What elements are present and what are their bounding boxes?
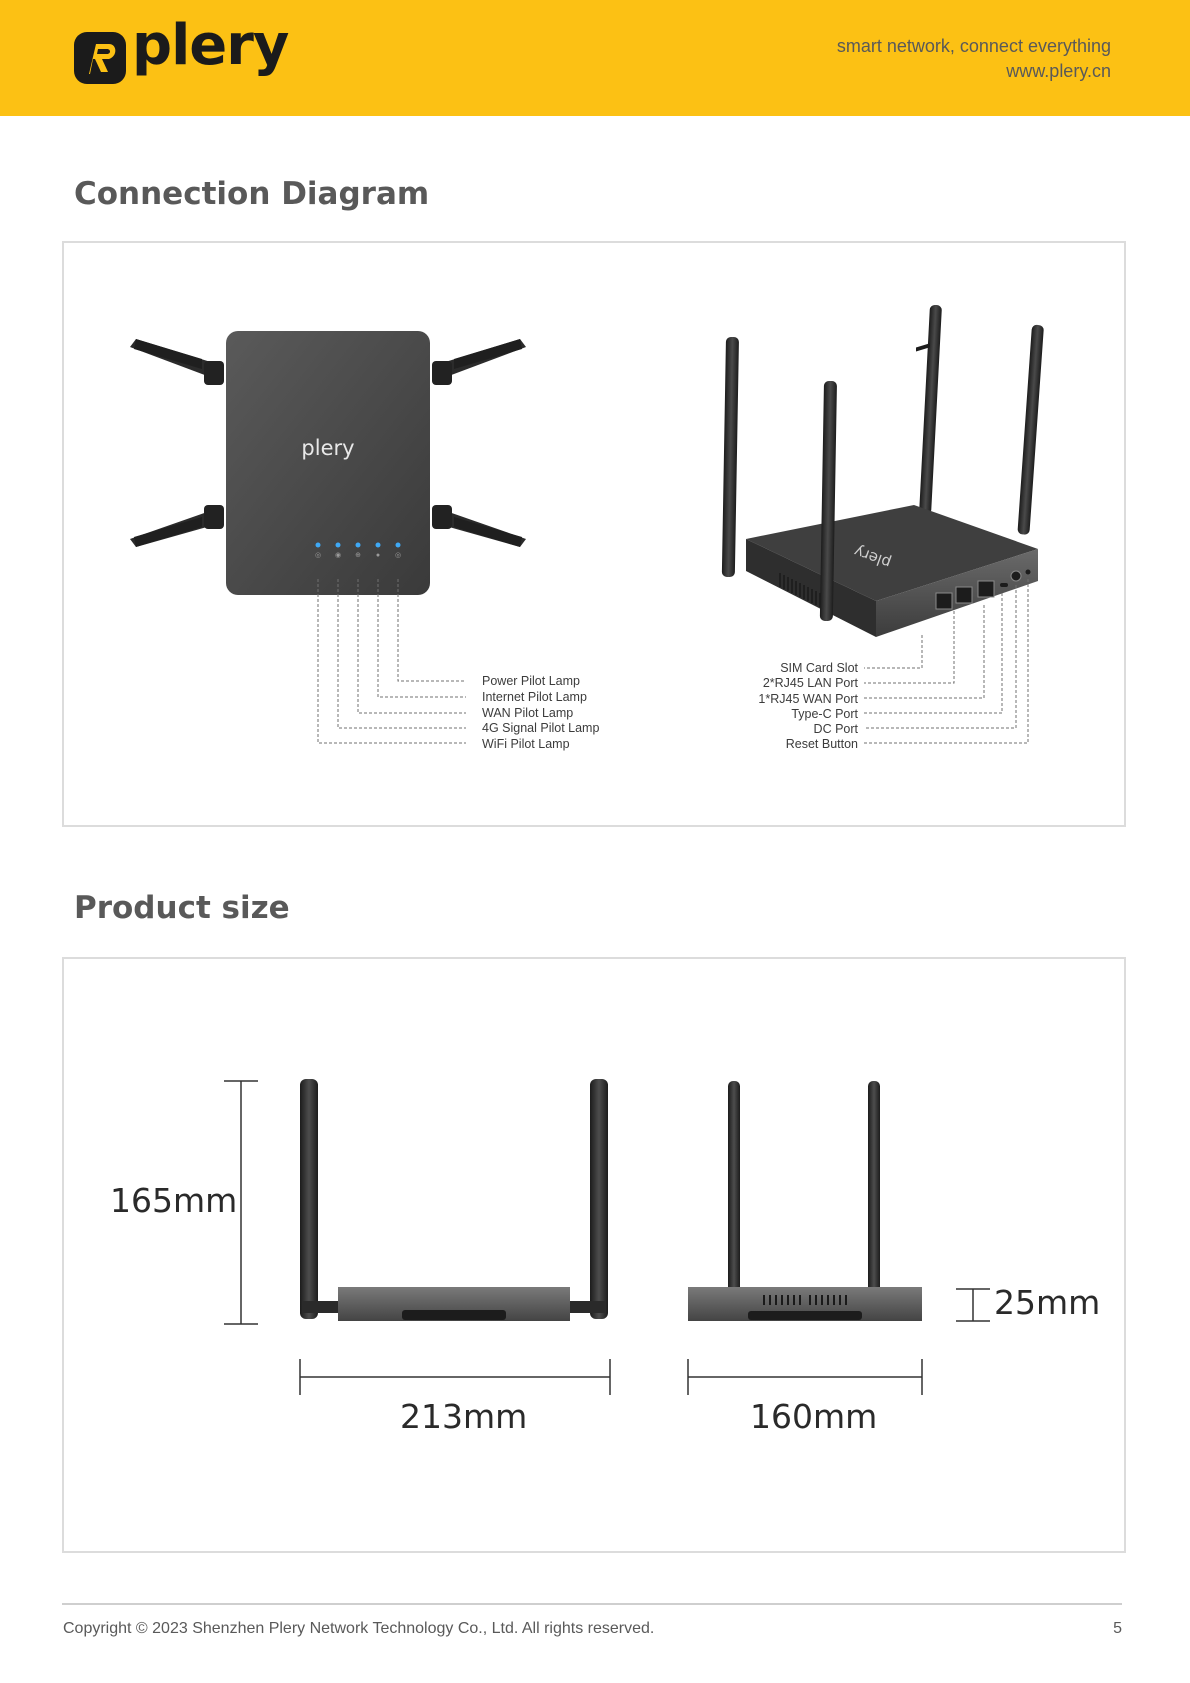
top-view-antennas — [130, 339, 526, 547]
product-size-figure — [224, 1079, 990, 1395]
slogan-text: smart network, connect everything — [836, 36, 1111, 56]
height-dimension-line — [224, 1080, 258, 1325]
rear-view-leader-lines — [864, 579, 1029, 744]
svg-text:◎: ◎ — [315, 552, 321, 559]
connection-diagram-figure: plery ◎ ◉ ⊕ ● ◎ — [130, 304, 1044, 744]
depth-dimension-line — [687, 1359, 923, 1395]
router-side-view — [688, 1081, 922, 1321]
connection-diagram-panel: plery ◎ ◉ ⊕ ● ◎ — [62, 241, 1126, 827]
plery-logo-icon — [74, 32, 126, 84]
callout-wan-port: 1*RJ45 WAN Port — [758, 692, 858, 706]
height-dimension: 165mm — [110, 1181, 238, 1220]
depth-dimension: 160mm — [750, 1397, 878, 1436]
callout-power-lamp: Power Pilot Lamp — [482, 674, 580, 688]
router-top-view — [226, 331, 430, 595]
device-brand-label: plery — [301, 436, 354, 460]
svg-text:⊕: ⊕ — [355, 552, 361, 559]
website-link[interactable]: www.plery.cn — [1006, 61, 1111, 81]
width-dimension-line — [299, 1359, 611, 1395]
product-size-panel: 165mm 213mm 160mm 25mm — [62, 957, 1126, 1553]
copyright-text: Copyright © 2023 Shenzhen Plery Network … — [63, 1620, 655, 1637]
indicator-leds: ◎ ◉ ⊕ ● ◎ — [315, 542, 401, 559]
header-slogan: smart network, connect everything www.pl… — [837, 34, 1111, 84]
router-rear-view: plery — [721, 304, 1044, 637]
callout-dc-port: DC Port — [813, 722, 858, 736]
callout-sim-slot: SIM Card Slot — [780, 661, 858, 675]
svg-text:◉: ◉ — [335, 552, 341, 559]
callout-4g-signal-lamp: 4G Signal Pilot Lamp — [482, 721, 600, 735]
thickness-dimension-line — [956, 1288, 990, 1322]
connection-diagram-title: Connection Diagram — [74, 176, 430, 212]
svg-text:●: ● — [376, 552, 380, 559]
page-header: plery smart network, connect everything … — [0, 0, 1190, 116]
width-dimension: 213mm — [400, 1397, 528, 1436]
callout-typec-port: Type-C Port — [791, 707, 858, 721]
router-front-view — [300, 1079, 608, 1321]
callout-internet-lamp: Internet Pilot Lamp — [482, 690, 587, 704]
callout-wifi-lamp: WiFi Pilot Lamp — [482, 737, 570, 751]
page-number: 5 — [1113, 1620, 1122, 1637]
thickness-dimension: 25mm — [994, 1283, 1101, 1322]
footer-divider — [62, 1603, 1122, 1605]
product-size-title: Product size — [74, 890, 290, 926]
callout-wan-lamp: WAN Pilot Lamp — [482, 706, 574, 720]
callout-reset-button: Reset Button — [785, 737, 858, 751]
brand-name: plery — [132, 13, 289, 78]
callout-lan-port: 2*RJ45 LAN Port — [762, 676, 858, 690]
top-view-leader-lines — [317, 579, 466, 744]
svg-text:◎: ◎ — [395, 552, 401, 559]
